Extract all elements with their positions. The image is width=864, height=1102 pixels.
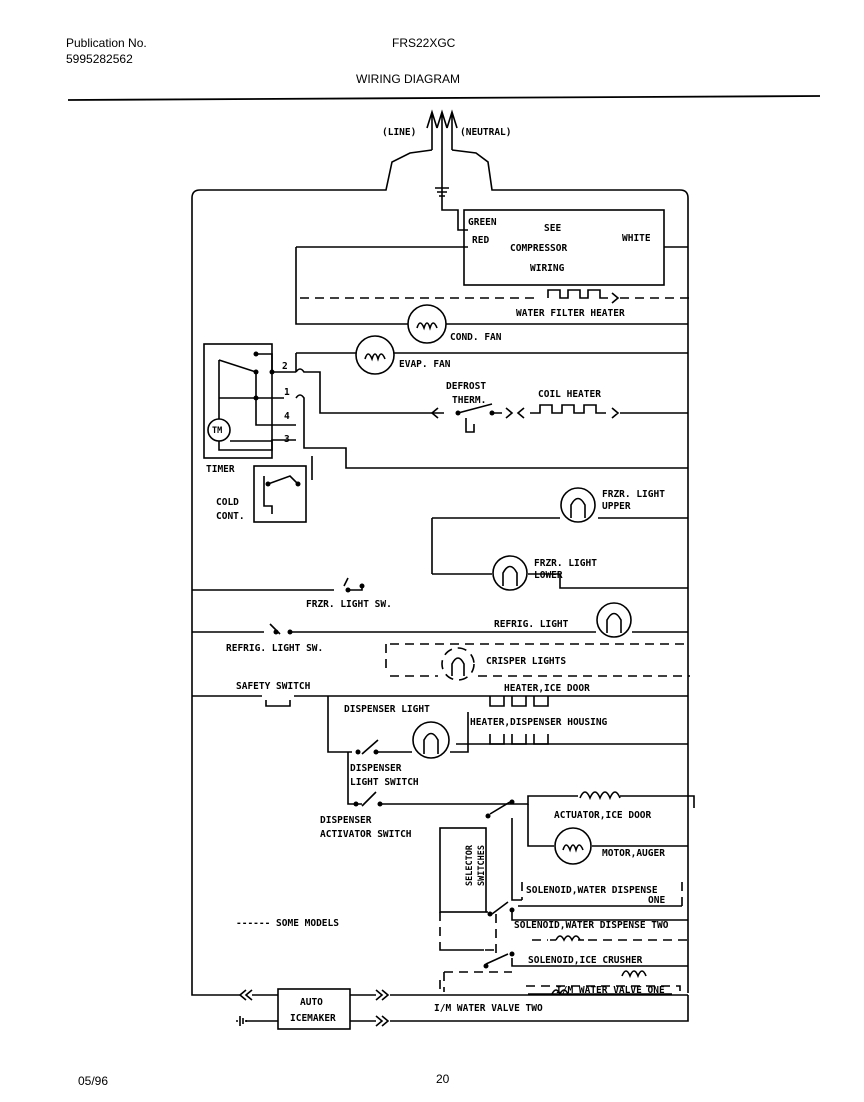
heater-ice-door-label: HEATER,ICE DOOR — [504, 683, 590, 694]
evap-fan-symbol — [355, 335, 395, 375]
timer-terminal-3: 3 — [284, 434, 290, 445]
actuator-ice-door-symbol — [579, 791, 621, 801]
water-valve-one-label: I/M WATER VALVE ONE — [556, 985, 665, 996]
cold-control-label-1: COLD — [216, 497, 239, 508]
coil-heater-symbol — [530, 404, 688, 419]
frzr-light-lower-symbol — [492, 555, 528, 591]
water-filter-heater-symbol — [547, 289, 620, 304]
solenoid-water-two-symbol — [550, 935, 584, 942]
header-rule — [67, 95, 821, 101]
cond-fan-label: COND. FAN — [450, 332, 502, 343]
frzr-light-upper-label-2: UPPER — [602, 501, 631, 512]
dispenser-activator-switch-label-2: ACTIVATOR SWITCH — [320, 829, 412, 840]
frzr-light-lower-label-2: LOWER — [534, 570, 563, 581]
publication-label: Publication No. — [66, 36, 147, 50]
crisper-lights-symbol — [441, 647, 475, 681]
selector-switches-label-1: SELECTOR — [465, 844, 475, 886]
safety-switch-symbol — [192, 695, 688, 707]
defrost-therm-label-2: THERM. — [452, 395, 486, 406]
defrost-therm-symbol — [432, 403, 502, 433]
actuator-ice-door-label: ACTUATOR,ICE DOOR — [554, 810, 652, 821]
cond-fan-symbol — [407, 304, 447, 344]
green-label: GREEN — [468, 217, 497, 228]
frzr-light-upper-label-1: FRZR. LIGHT — [602, 489, 665, 500]
heater-dispenser-housing-symbol — [489, 734, 549, 745]
auto-icemaker-box — [277, 988, 351, 1030]
heater-dispenser-housing-label: HEATER,DISPENSER HOUSING — [470, 717, 608, 728]
refrig-light-switch-label: REFRIG. LIGHT SW. — [226, 643, 323, 654]
auto-icemaker-label-1: AUTO — [300, 997, 323, 1008]
frzr-light-switch-label: FRZR. LIGHT SW. — [306, 599, 392, 610]
timer-terminal-2: 2 — [282, 361, 288, 372]
auto-icemaker-label-2: ICEMAKER — [290, 1013, 336, 1024]
timer-motor-label: TM — [212, 426, 222, 436]
red-label: RED — [472, 235, 489, 246]
refrig-light-symbol — [596, 602, 632, 638]
timer-box — [203, 343, 273, 459]
dispenser-light-switch-label-2: LIGHT SWITCH — [350, 777, 419, 788]
page-title: WIRING DIAGRAM — [356, 72, 460, 86]
solenoid-water-one-label-1: SOLENOID,WATER DISPENSE — [526, 885, 658, 896]
page-number: 20 — [436, 1072, 450, 1086]
model-number: FRS22XGC — [392, 36, 456, 50]
timer-terminal-4: 4 — [284, 411, 290, 422]
dispenser-light-switch-label-1: DISPENSER — [350, 763, 402, 774]
some-models-legend: ------ SOME MODELS — [236, 918, 339, 929]
water-valve-two-label: I/M WATER VALVE TWO — [434, 1003, 543, 1014]
dispenser-light-symbol — [412, 721, 450, 759]
selector-switches-label-2: SWITCHES — [477, 845, 487, 886]
dispenser-light-switch-symbol — [361, 739, 379, 755]
motor-auger-label: MOTOR,AUGER — [602, 848, 665, 859]
compressor-label: COMPRESSOR — [510, 243, 567, 254]
timer-label: TIMER — [206, 464, 235, 475]
heater-ice-door-symbol — [489, 696, 549, 707]
solenoid-water-one-label-2: ONE — [648, 895, 665, 906]
wiring-label: WIRING — [530, 263, 565, 274]
evap-fan-label: EVAP. FAN — [399, 359, 451, 370]
cold-control-label-2: CONT. — [216, 511, 245, 522]
dispenser-activator-switch-label-1: DISPENSER — [320, 815, 372, 826]
dispenser-activator-switch-symbol — [361, 791, 510, 807]
frzr-light-switch-symbol — [192, 577, 363, 591]
publication-number: 5995282562 — [66, 52, 133, 66]
refrig-light-label: REFRIG. LIGHT — [494, 619, 569, 630]
water-filter-heater-label: WATER FILTER HEATER — [516, 308, 625, 319]
solenoid-ice-crusher-label: SOLENOID,ICE CRUSHER — [528, 955, 643, 966]
frzr-light-lower-label-1: FRZR. LIGHT — [534, 558, 597, 569]
selector-switches-box — [439, 827, 487, 913]
crisper-lights-label: CRISPER LIGHTS — [486, 656, 566, 667]
frzr-light-upper-symbol — [560, 487, 596, 523]
motor-auger-symbol — [554, 827, 592, 865]
see-label: SEE — [544, 223, 561, 234]
solenoid-water-two-label: SOLENOID,WATER DISPENSE TWO — [514, 920, 669, 931]
coil-heater-label: COIL HEATER — [538, 389, 601, 400]
footer-date: 05/96 — [78, 1074, 109, 1088]
dispenser-light-label: DISPENSER LIGHT — [344, 704, 430, 715]
defrost-therm-label-1: DEFROST — [446, 381, 486, 392]
timer-terminal-1: 1 — [284, 387, 290, 398]
solenoid-ice-crusher-symbol — [621, 970, 647, 979]
white-label: WHITE — [622, 233, 651, 244]
safety-switch-label: SAFETY SWITCH — [236, 681, 311, 692]
neutral-label: (NEUTRAL) — [460, 127, 511, 138]
cold-control-box — [253, 465, 307, 523]
line-label: (LINE) — [382, 127, 416, 138]
power-plug — [191, 109, 689, 996]
